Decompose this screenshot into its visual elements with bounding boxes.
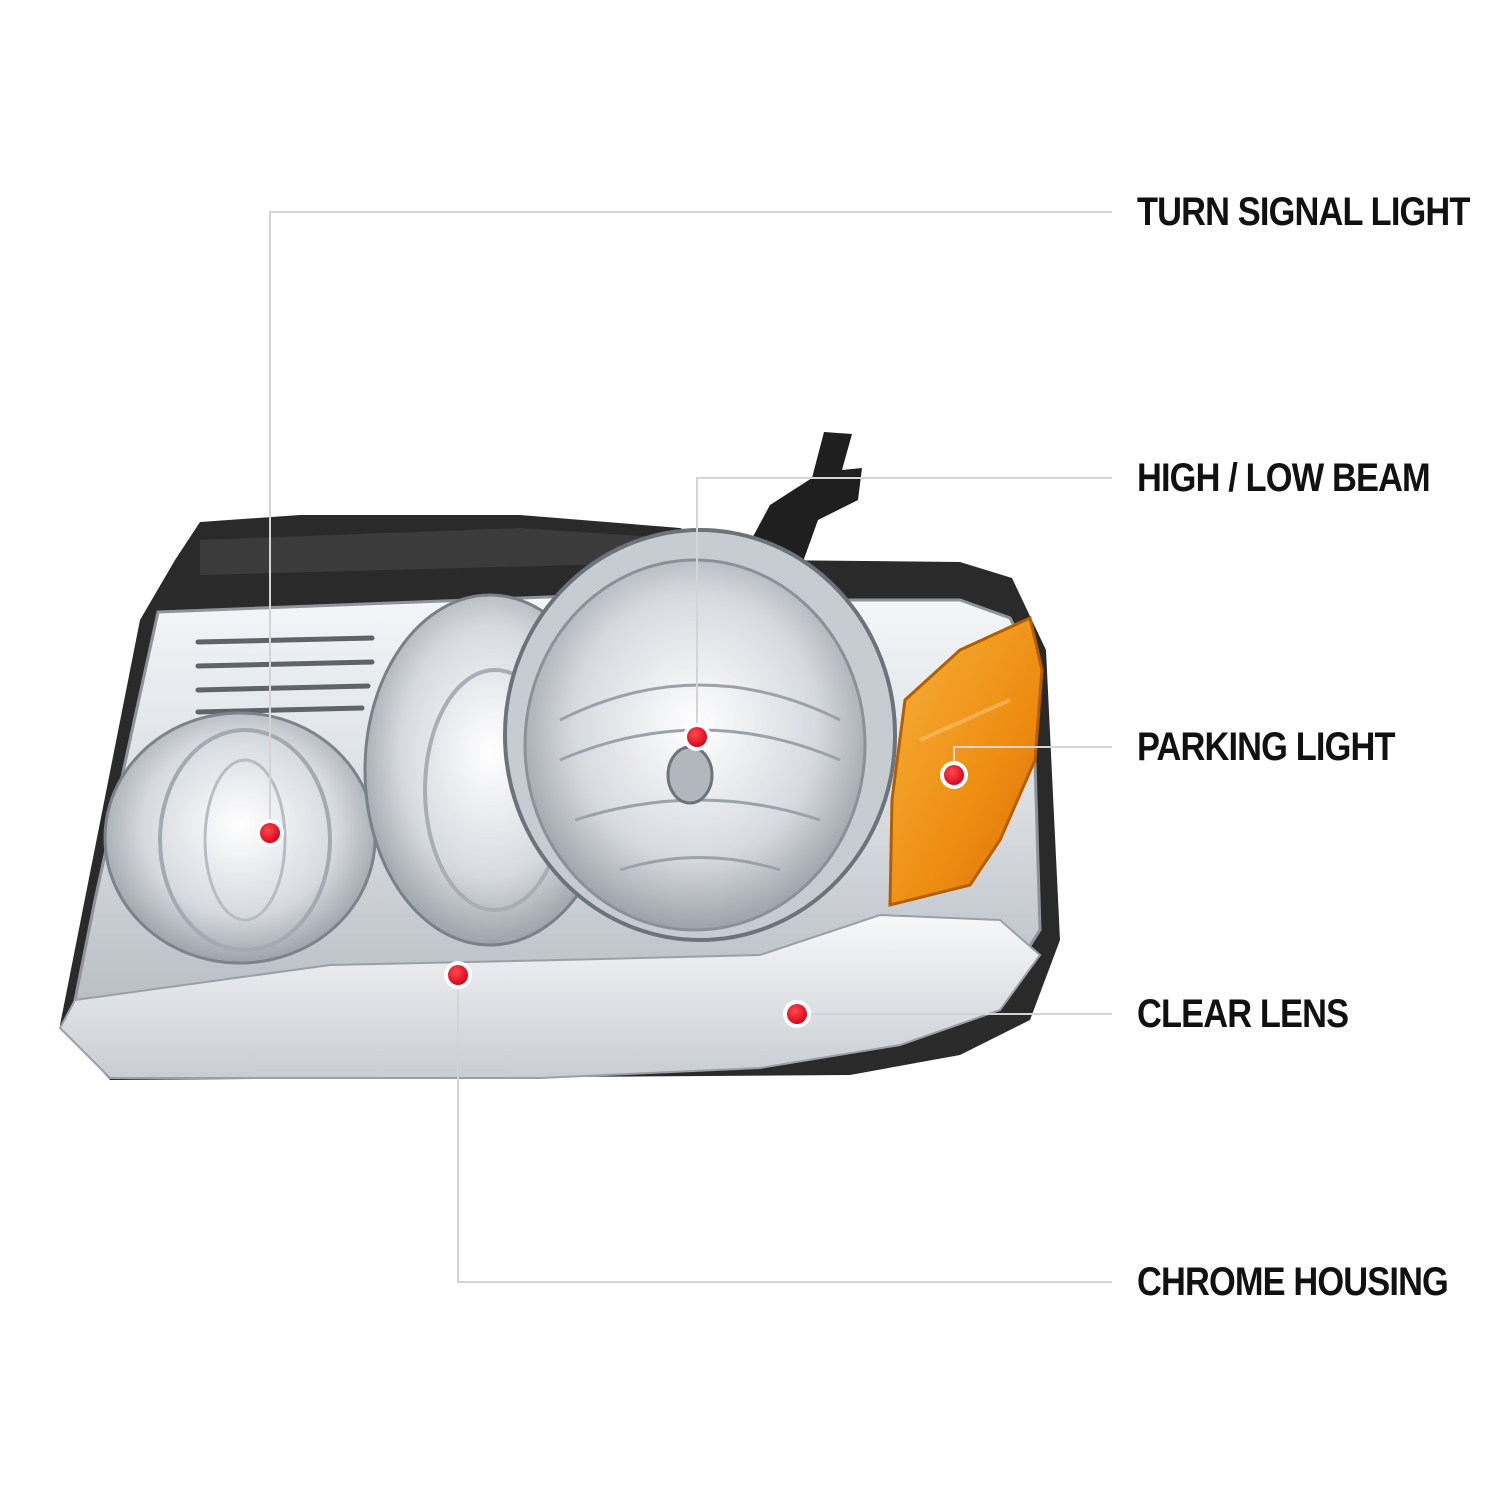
- label-turn-signal-light: TURN SIGNAL LIGHT: [1137, 190, 1470, 234]
- parking-light-lens: [888, 615, 1044, 907]
- marker-housing: [444, 961, 472, 989]
- chrome-fins: [195, 635, 375, 715]
- leader-lines: [269, 211, 1112, 1283]
- leader-line-turn-signal: [269, 211, 1112, 833]
- marker-clear-lens: [783, 1000, 811, 1028]
- label-chrome-housing: CHROME HOUSING: [1137, 1260, 1449, 1304]
- marker-turn-signal: [256, 819, 284, 847]
- clear-lens-strip: [58, 913, 1042, 1079]
- marker-parking: [940, 761, 968, 789]
- marker-beam: [683, 723, 711, 751]
- label-parking-light: PARKING LIGHT: [1137, 725, 1395, 769]
- label-high-low-beam: HIGH / LOW BEAM: [1137, 456, 1431, 500]
- leader-line-housing: [457, 975, 1112, 1283]
- leader-line-beam: [696, 477, 1112, 737]
- turn-signal-reflector: [103, 711, 377, 965]
- label-clear-lens: CLEAR LENS: [1137, 992, 1349, 1036]
- mounting-bracket: [735, 432, 862, 570]
- callout-markers: [256, 723, 968, 1028]
